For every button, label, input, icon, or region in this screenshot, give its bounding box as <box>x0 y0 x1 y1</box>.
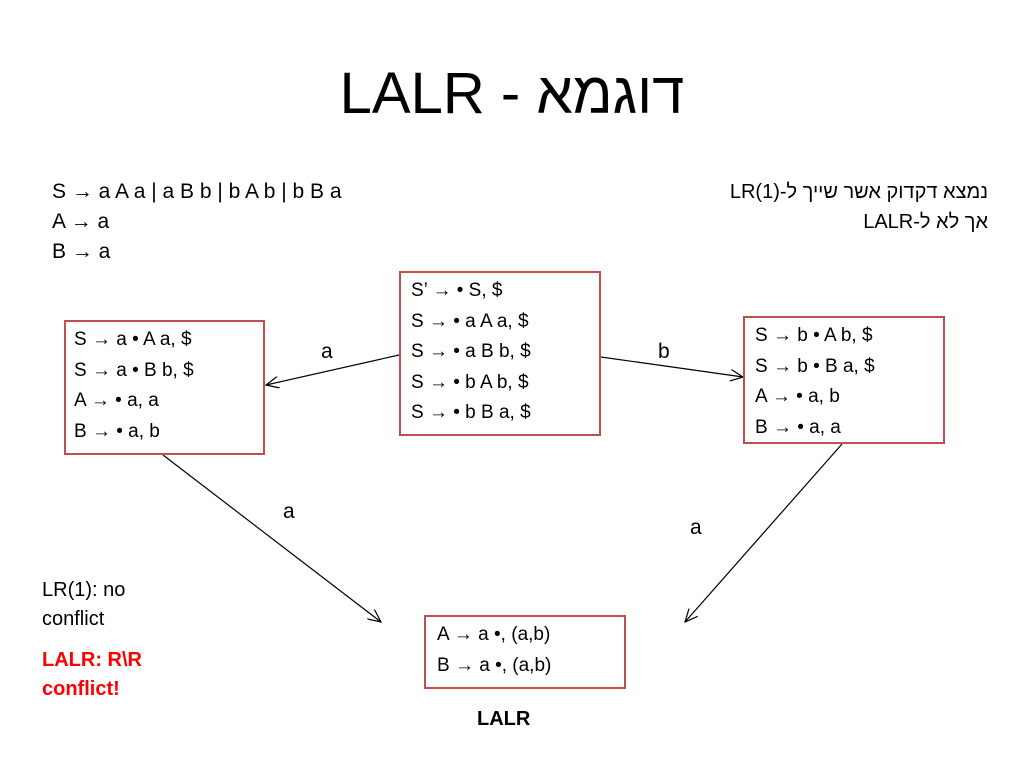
edge-start-to-left <box>266 354 400 385</box>
item: B → a •, (a,b) <box>437 654 552 676</box>
slide-title-hebrew: דוגמא <box>536 61 685 126</box>
item: S → • a B b, $ <box>411 341 531 362</box>
edge-start-to-right <box>600 356 743 377</box>
item: S’ → • S, $ <box>411 280 503 301</box>
item: S → a • A a, $ <box>74 329 192 350</box>
note-line-1: נמצא דקדוק אשר שייך ל-LR(1) <box>729 181 988 203</box>
state-start: S’ → • S, $ S → • a A a, $ S → • a B b, … <box>399 271 601 436</box>
grammar-rule-s: S → a A a | a B b | b A b | b B a <box>52 180 342 203</box>
edge-right-to-merged <box>685 443 843 622</box>
edge-left-to-merged <box>162 454 381 622</box>
item: S → a • B b, $ <box>74 359 194 381</box>
grammar-rules: S → a A a | a B b | b A b | b B a A → a … <box>52 177 342 267</box>
item: S → b • B a, $ <box>755 355 875 377</box>
edge-label-right-to-merged: a <box>690 516 702 539</box>
edge-label-start-to-left: a <box>321 340 333 363</box>
grammar-rule-a: A → a <box>52 210 110 233</box>
item: A → a •, (a,b) <box>437 624 551 645</box>
lalr-conflict-note: LALR: R\R conflict! <box>42 649 142 700</box>
item: A → • a, a <box>74 390 159 411</box>
item: S → • b B a, $ <box>411 402 531 423</box>
lr1-note: LR(1): no conflict <box>42 579 126 630</box>
item: S → • b A b, $ <box>411 371 529 393</box>
state-after-b: S → b • A b, $ S → b • B a, $ A → • a, b… <box>743 316 945 444</box>
item: A → • a, b <box>755 386 840 407</box>
edge-label-start-to-right: b <box>658 340 670 363</box>
grammar-note: נמצא דקדוק אשר שייך ל-LR(1) אך לא ל-LALR <box>568 177 988 237</box>
edge-label-left-to-merged: a <box>283 500 295 523</box>
grammar-rule-b: B → a <box>52 240 111 263</box>
note-line-2: אך לא ל-LALR <box>863 211 988 233</box>
item: B → • a, a <box>755 416 841 438</box>
item: B → • a, b <box>74 420 160 442</box>
state-merged: A → a •, (a,b) B → a •, (a,b) <box>424 615 626 689</box>
item: S → • a A a, $ <box>411 310 529 332</box>
state-after-a: S → a • A a, $ S → a • B b, $ A → • a, a… <box>64 320 265 455</box>
slide-title: LALR - דוגמא <box>0 58 1024 130</box>
merged-state-caption: LALR <box>477 708 531 730</box>
slide-title-latin: LALR - <box>339 61 537 126</box>
item: S → b • A b, $ <box>755 325 873 346</box>
